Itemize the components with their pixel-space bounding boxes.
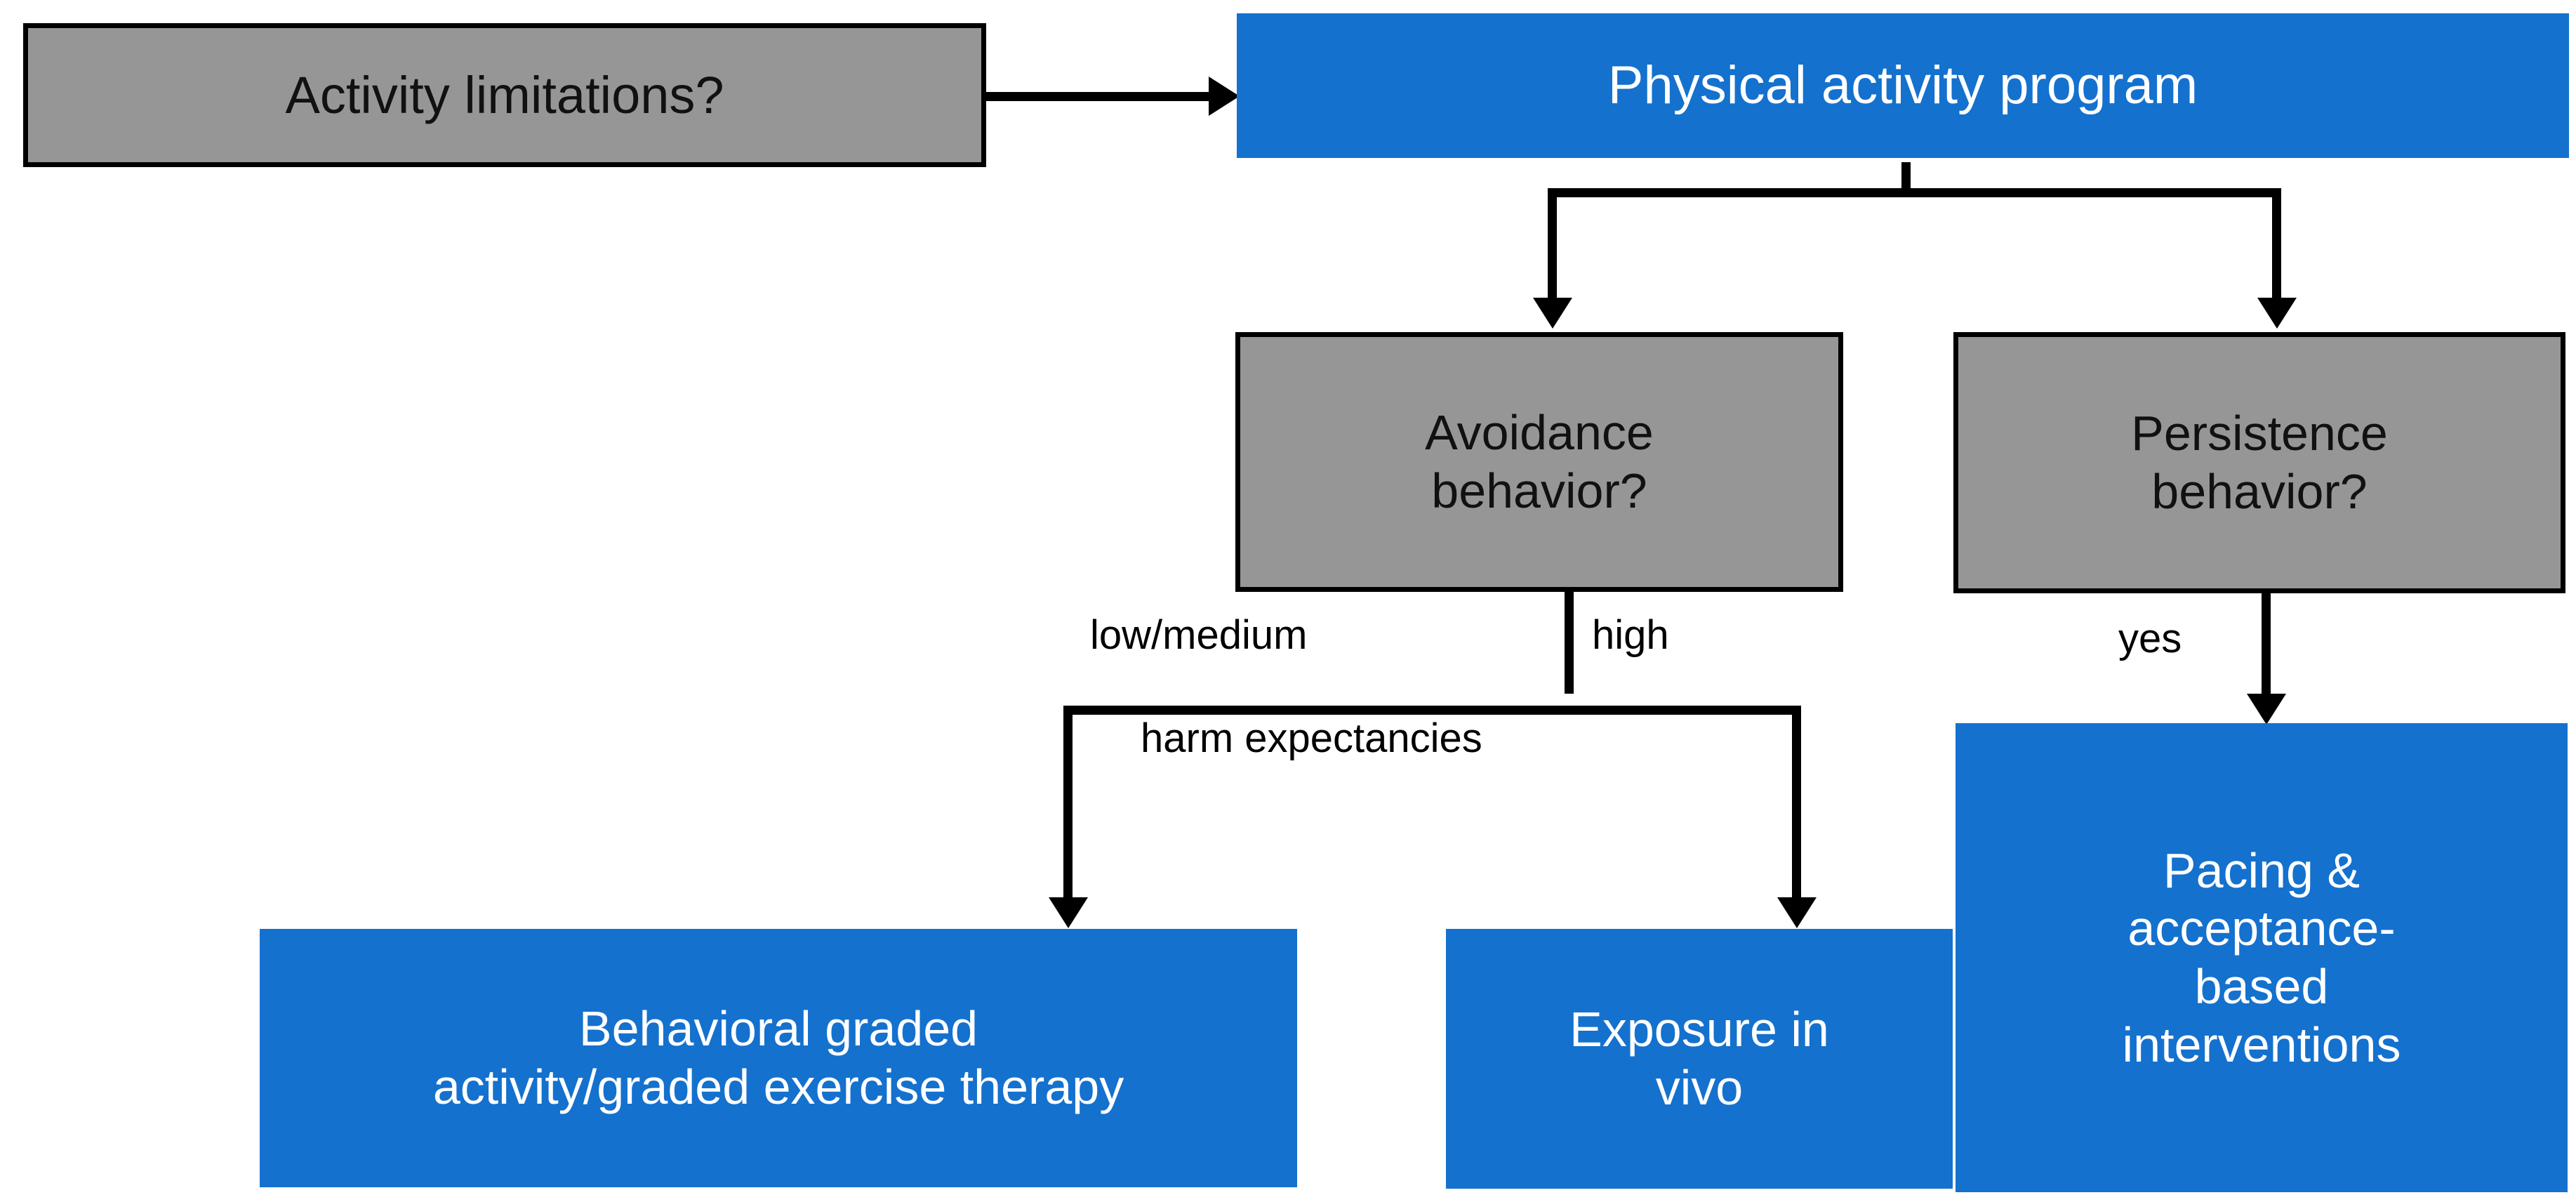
arrowhead-persistence-to-pacing bbox=[2247, 694, 2286, 725]
edge-program-to-avoidance bbox=[1548, 188, 1557, 301]
edge-label-harm-expectancies: harm expectancies bbox=[1141, 715, 1482, 761]
arrowhead-activity-to-program bbox=[1209, 77, 1240, 116]
arrowhead-program-to-persistence bbox=[2257, 298, 2297, 329]
arrowhead-avoidance-to-exposure bbox=[1777, 897, 1817, 928]
node-physical-activity-program[interactable]: Physical activity program bbox=[1237, 13, 2569, 158]
node-activity-limitations[interactable]: Activity limitations? bbox=[23, 23, 986, 167]
arrowhead-program-to-avoidance bbox=[1533, 298, 1572, 329]
node-behavioral-graded-activity[interactable]: Behavioral graded activity/graded exerci… bbox=[260, 929, 1297, 1187]
edge-persistence-to-pacing bbox=[2262, 593, 2271, 699]
edge-program-to-persistence bbox=[2272, 188, 2281, 301]
edge-avoidance-stem bbox=[1565, 592, 1574, 694]
arrowhead-avoidance-to-bga bbox=[1049, 897, 1088, 928]
node-persistence-behavior[interactable]: Persistence behavior? bbox=[1953, 332, 2565, 593]
edge-label-yes: yes bbox=[2118, 616, 2182, 661]
edge-activity-to-program bbox=[986, 92, 1214, 101]
node-exposure-in-vivo[interactable]: Exposure in vivo bbox=[1446, 929, 1953, 1189]
edge-label-low-medium: low/medium bbox=[1090, 612, 1308, 658]
edge-avoidance-split-bar bbox=[1063, 706, 1801, 715]
edge-label-high: high bbox=[1592, 612, 1669, 658]
edge-avoidance-to-bga bbox=[1063, 706, 1073, 902]
edge-program-split-bar bbox=[1548, 188, 2281, 197]
edge-avoidance-to-exposure bbox=[1792, 706, 1801, 902]
node-pacing-acceptance-based-interventions[interactable]: Pacing & acceptance- based interventions bbox=[1956, 723, 2568, 1192]
node-avoidance-behavior[interactable]: Avoidance behavior? bbox=[1235, 332, 1843, 592]
